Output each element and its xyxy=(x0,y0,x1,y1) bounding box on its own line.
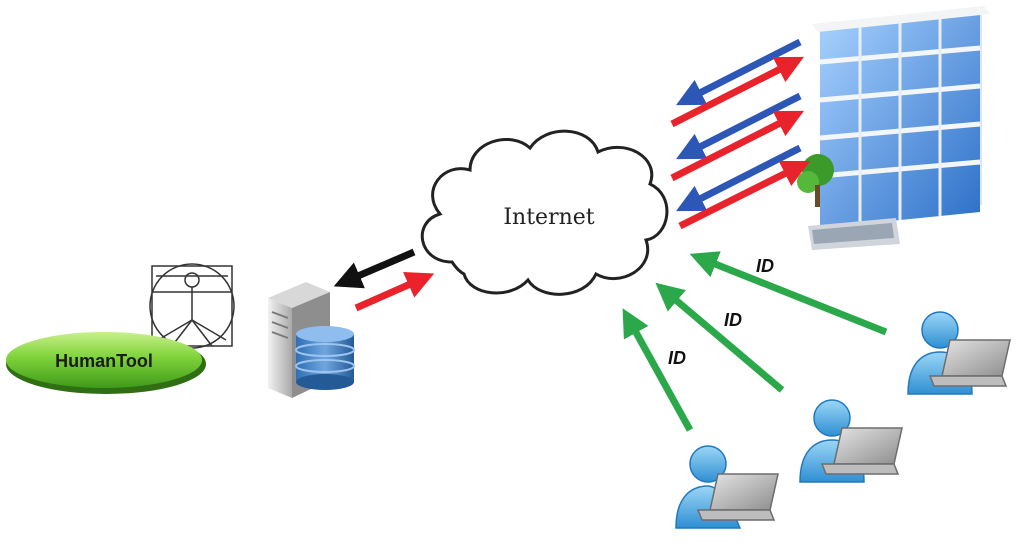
id-label: ID xyxy=(724,310,742,330)
id-label: ID xyxy=(756,256,774,276)
id-arrow xyxy=(622,308,694,432)
id-arrow xyxy=(655,282,785,393)
id-label: ID xyxy=(668,348,686,368)
request-arrow xyxy=(670,56,804,128)
vitruvian-man-icon xyxy=(149,263,235,349)
humantool-badge xyxy=(6,332,206,394)
request-arrow xyxy=(670,110,804,182)
user-laptop-icon xyxy=(799,399,903,483)
request-arrow xyxy=(678,160,811,230)
request-response-arrows xyxy=(670,38,811,230)
cloud-icon xyxy=(420,129,669,296)
cloud-label: Internet xyxy=(503,205,594,230)
server-request-arrow xyxy=(354,271,435,312)
humantool-label: HumanTool xyxy=(55,351,153,371)
id-arrow xyxy=(689,251,888,336)
server-response-arrow xyxy=(333,248,416,289)
user-laptop-icon xyxy=(907,311,1011,395)
response-arrow xyxy=(676,92,802,160)
response-arrow xyxy=(676,38,802,106)
server-database-icon xyxy=(268,282,355,398)
user-laptop-icon xyxy=(675,445,779,529)
office-building-icon xyxy=(797,6,990,250)
response-arrow xyxy=(676,144,802,212)
